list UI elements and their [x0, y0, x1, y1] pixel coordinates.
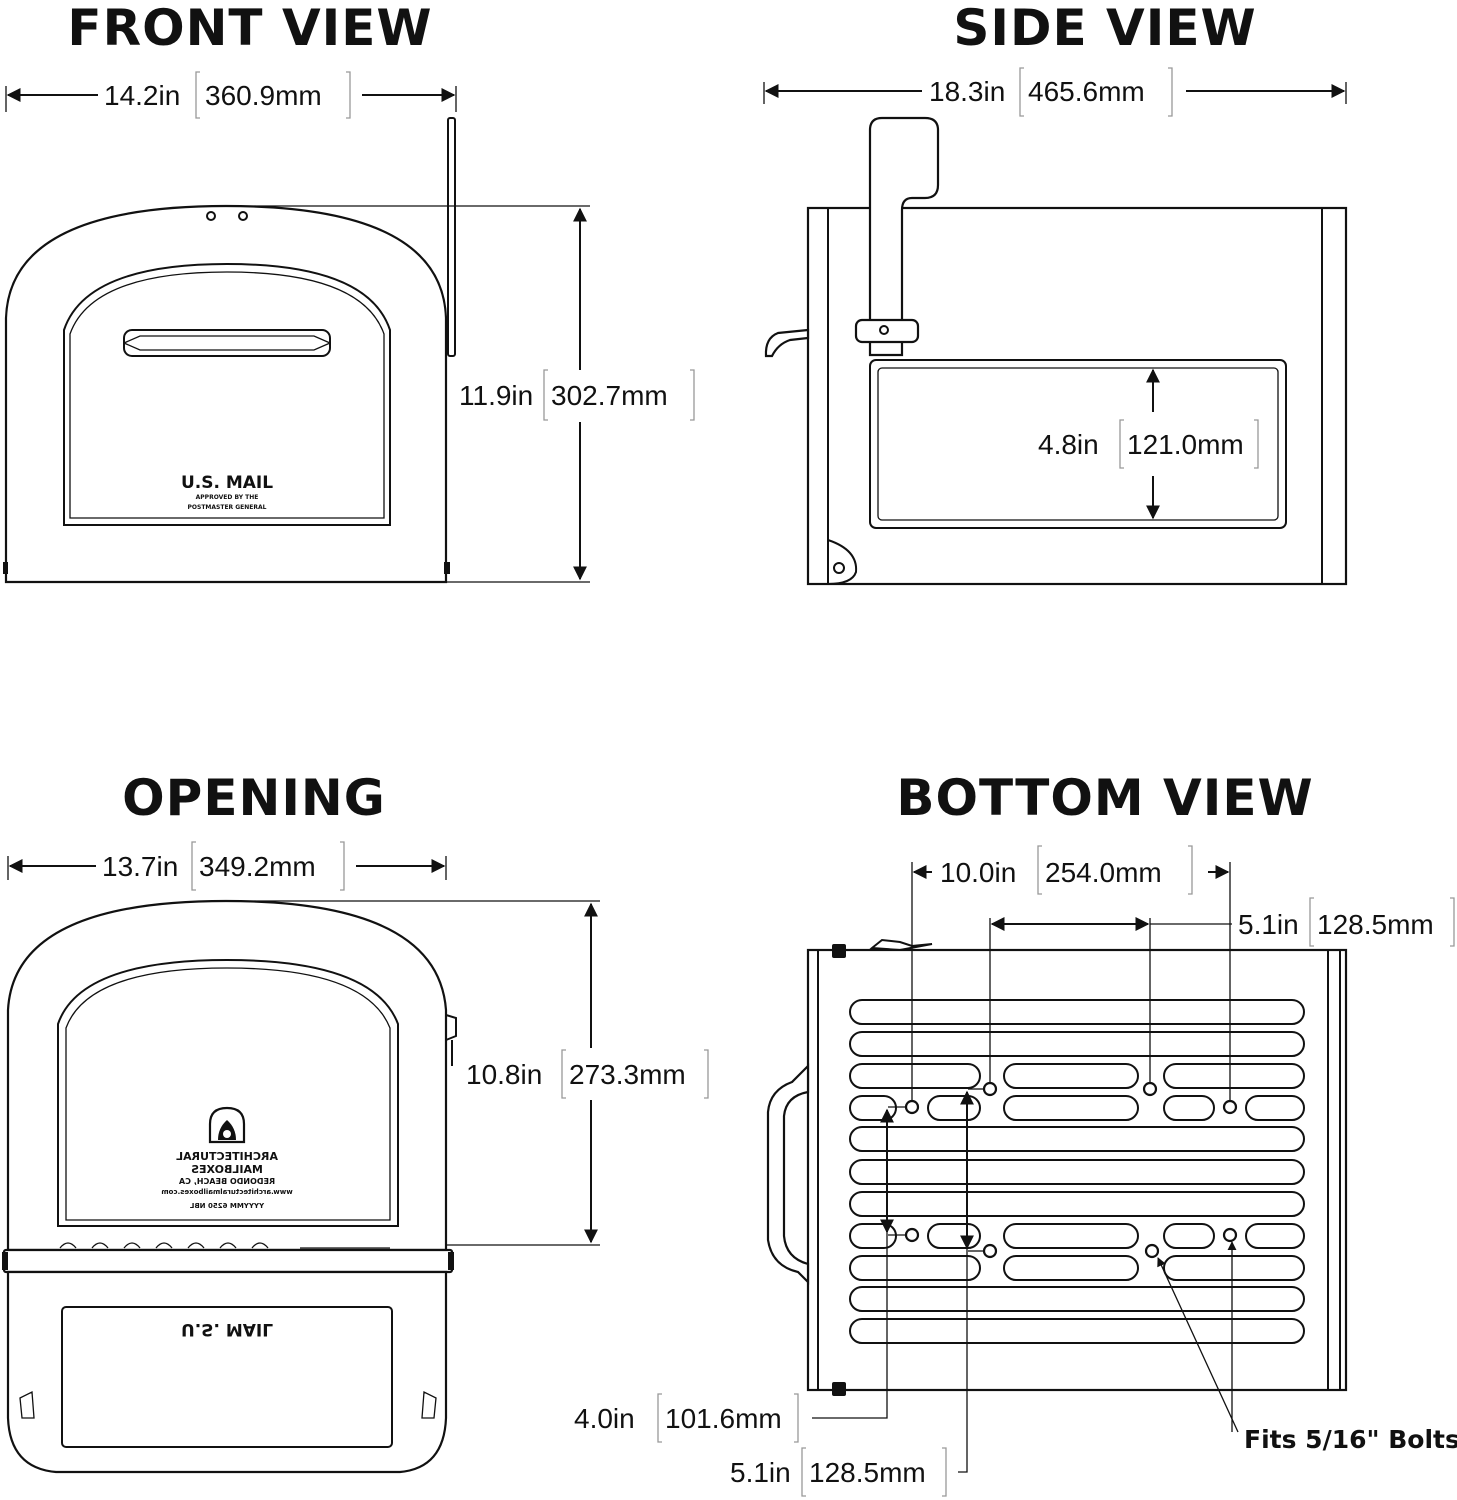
opening-drawing: U.S. MAIL ARCHITECTURAL MAILBOXES REDOND…: [2, 899, 457, 1474]
bottom-hole-span-inner-mm: 128.5mm: [1317, 909, 1434, 940]
side-view-drawing: [764, 116, 1348, 586]
opening-height-dimension: 10.8in 273.3mm: [230, 900, 710, 1246]
front-door-plate-sub2: POSTMASTER GENERAL: [188, 504, 267, 511]
bottom-row-spacing-in: 4.0in: [574, 1403, 635, 1434]
opening-door-plate-text: U.S. MAIL: [181, 1319, 273, 1339]
front-view-drawing: U.S. MAIL APPROVED BY THE POSTMASTER GEN…: [3, 117, 456, 584]
front-width-in: 14.2in: [104, 80, 180, 111]
opening-title: OPENING: [122, 769, 386, 827]
front-height-dimension: 11.9in 302.7mm: [240, 205, 695, 583]
opening-width-in: 13.7in: [102, 851, 178, 882]
bottom-bolt-holes: [904, 1081, 1238, 1259]
front-height-in: 11.9in: [459, 380, 533, 411]
bottom-row-spacing-inner-dimension: 5.1in 128.5mm: [730, 1088, 984, 1497]
maker-text-4: www.architecturalmailboxes.com: [161, 1188, 292, 1196]
maker-text-3: REDONDO BEACH, CA: [178, 1177, 275, 1186]
bottom-view-title: BOTTOM VIEW: [896, 769, 1313, 827]
bottom-hole-span-in: 10.0in: [940, 857, 1016, 888]
bottom-row-spacing-mm: 101.6mm: [665, 1403, 782, 1434]
opening-height-mm: 273.3mm: [569, 1059, 686, 1090]
front-width-dimension: 14.2in 360.9mm: [5, 71, 457, 119]
bolts-note: Fits 5/16" Bolts: [1244, 1425, 1457, 1454]
side-view-title: SIDE VIEW: [953, 0, 1256, 57]
maker-logo: [208, 1106, 246, 1144]
front-height-mm: 302.7mm: [551, 380, 668, 411]
opening-height-in: 10.8in: [466, 1059, 542, 1090]
side-plate-height-dimension: 4.8in 121.0mm: [1038, 368, 1259, 520]
opening-edge-bumps: [59, 1242, 390, 1249]
bottom-hole-span-mm: 254.0mm: [1045, 857, 1162, 888]
bottom-hole-span-inner-in: 5.1in: [1238, 909, 1299, 940]
front-width-mm: 360.9mm: [205, 80, 322, 111]
front-door-plate-sub1: APPROVED BY THE: [196, 494, 259, 501]
side-plate-height-in: 4.8in: [1038, 429, 1099, 460]
bottom-row-spacing-dimension: 4.0in 101.6mm: [574, 1106, 906, 1443]
side-depth-mm: 465.6mm: [1028, 76, 1145, 107]
bottom-row-spacing-inner-mm: 128.5mm: [809, 1457, 926, 1488]
opening-width-dimension: 13.7in 349.2mm: [7, 841, 447, 891]
maker-text-5: YYYYMM 6250 NBL: [189, 1202, 265, 1210]
side-depth-in: 18.3in: [929, 76, 1005, 107]
front-door-plate-text: U.S. MAIL: [181, 473, 273, 493]
maker-text-2: MAILBOXES: [191, 1163, 263, 1176]
opening-width-mm: 349.2mm: [199, 851, 316, 882]
side-depth-dimension: 18.3in 465.6mm: [763, 67, 1347, 117]
bottom-row-spacing-inner-in: 5.1in: [730, 1457, 791, 1488]
front-view-title: FRONT VIEW: [67, 0, 432, 57]
bottom-hole-span-dimension: 10.0in 254.0mm: [911, 845, 1231, 1100]
bottom-view-drawing: [766, 938, 1348, 1396]
bottom-vent-slots: [849, 999, 1305, 1344]
maker-text-1: ARCHITECTURAL: [176, 1150, 278, 1163]
bolts-callout: Fits 5/16" Bolts: [1157, 1241, 1457, 1454]
bottom-hole-span-inner-dimension: 5.1in 128.5mm: [989, 897, 1455, 1082]
side-plate-height-mm: 121.0mm: [1127, 429, 1244, 460]
